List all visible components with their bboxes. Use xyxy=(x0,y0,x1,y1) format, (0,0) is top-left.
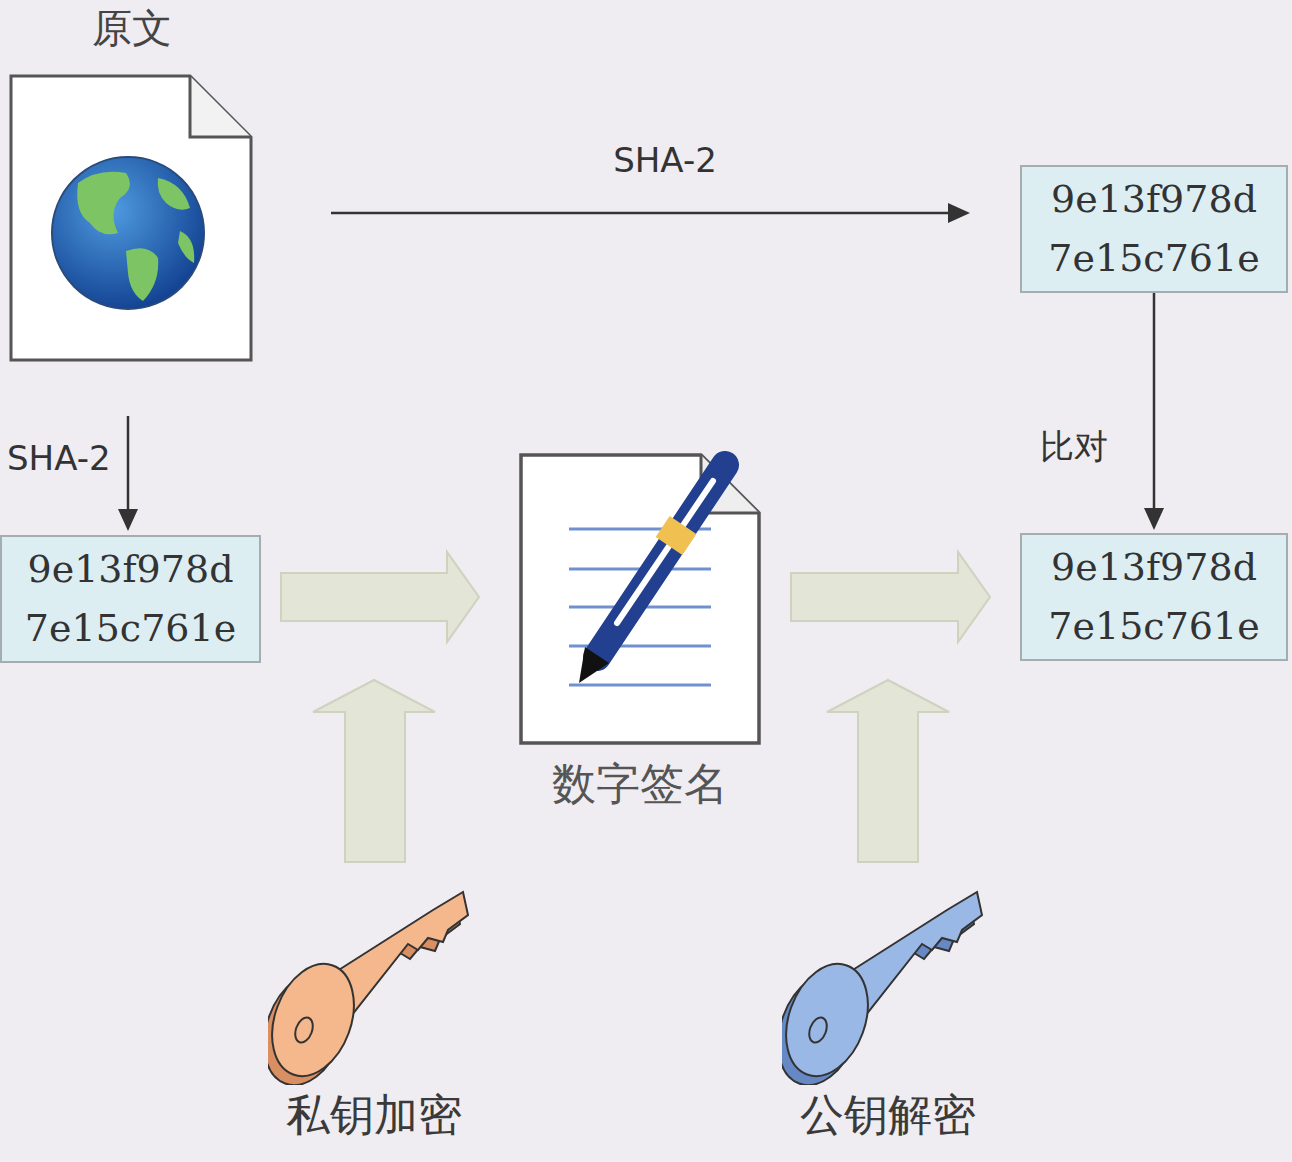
key-icon: 私钥加密 xyxy=(268,880,480,1145)
key-icon: 公钥解密 xyxy=(782,880,994,1145)
edge-label: 比对 xyxy=(1036,424,1112,470)
connector-arrow xyxy=(118,416,138,531)
key-symbol xyxy=(782,880,992,1089)
caption-text: 数字签名 xyxy=(517,755,763,814)
signed-document xyxy=(517,451,763,751)
connector-arrow xyxy=(1144,293,1164,530)
connector-arrow xyxy=(331,203,970,223)
hash-value: 9e13f978d 7e15c761e xyxy=(1030,538,1278,656)
edge-label: SHA-2 xyxy=(609,140,721,180)
hash-box: 9e13f978d 7e15c761e xyxy=(1020,533,1288,661)
encrypt-input-arrow xyxy=(313,680,435,862)
hash-box: 9e13f978d 7e15c761e xyxy=(1020,165,1288,293)
signature-document: 数字签名 xyxy=(517,451,763,814)
globe-document xyxy=(8,73,256,369)
caption-text: 原文 xyxy=(8,0,256,56)
key-symbol xyxy=(268,880,478,1089)
hash-box: 9e13f978d 7e15c761e xyxy=(0,535,261,663)
document-icon: 原文 xyxy=(8,0,256,366)
caption-text: 私钥加密 xyxy=(268,1086,480,1145)
decrypt-input-arrow xyxy=(827,680,949,862)
hash-value: 9e13f978d 7e15c761e xyxy=(1030,170,1278,288)
flow-arrow xyxy=(281,552,479,642)
caption-text: 公钥解密 xyxy=(782,1086,994,1145)
edge-label: SHA-2 xyxy=(3,438,115,478)
hash-value: 9e13f978d 7e15c761e xyxy=(10,540,251,658)
flow-arrow xyxy=(791,552,990,642)
